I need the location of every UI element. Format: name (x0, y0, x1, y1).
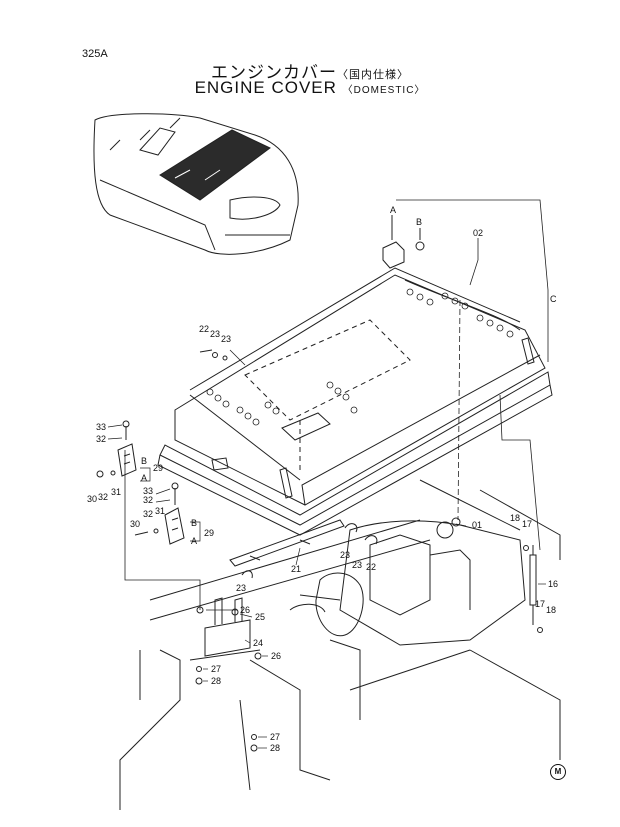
page-code: 325A (82, 48, 108, 60)
callout-29: 29 (153, 463, 163, 473)
striker-bracket (189, 597, 262, 752)
callout-33: 33 (96, 422, 106, 432)
callout-22: 22 (366, 562, 376, 572)
callout-24: 24 (253, 638, 263, 648)
callout-23: 23 (236, 583, 246, 593)
ref-letter-b: B (416, 217, 422, 227)
callout-31: 31 (111, 487, 121, 497)
callout-23: 23 (210, 329, 220, 339)
callout-letter-a: A (141, 473, 147, 483)
title-japanese: エンジンカバー〈国内仕様〉 (0, 58, 620, 83)
title-en-main: ENGINE COVER (194, 78, 337, 97)
callout-23: 23 (352, 560, 362, 570)
title-en-sub: 〈DOMESTIC〉 (342, 85, 426, 96)
ref-letter-a: A (390, 205, 396, 215)
title-jp-sub: 〈国内仕様〉 (337, 69, 409, 81)
title-jp-main: エンジンカバー (211, 63, 337, 82)
weather-strip (229, 519, 345, 567)
callout-21: 21 (291, 564, 301, 574)
callout-32: 32 (96, 434, 106, 444)
callout-32: 32 (143, 509, 153, 519)
callout-27: 27 (270, 732, 280, 742)
callout-23: 23 (221, 334, 231, 344)
engine-and-frame (119, 479, 561, 810)
title-english: ENGINE COVER 〈DOMESTIC〉 (0, 78, 620, 98)
callout-letter-b: B (191, 518, 197, 528)
gas-spring (523, 545, 543, 633)
callout-18: 18 (546, 605, 556, 615)
engine-cover (157, 267, 553, 536)
callout-33: 33 (143, 486, 153, 496)
callout-letter-b: B (141, 456, 147, 466)
callout-26: 26 (240, 605, 250, 615)
hinge-assembly-lower (134, 482, 185, 545)
leader-lines (124, 199, 549, 610)
machine-overview-sketch (93, 113, 299, 255)
callout-22: 22 (199, 324, 209, 334)
callout-32: 32 (143, 495, 153, 505)
callout-23: 23 (340, 550, 350, 560)
callout-30: 30 (87, 494, 97, 504)
callout-27: 27 (211, 664, 221, 674)
callout-18: 18 (510, 513, 520, 523)
callout-02: 02 (473, 228, 483, 238)
callout-17: 17 (522, 519, 532, 529)
ref-letter-c: C (550, 294, 557, 304)
callout-17: 17 (535, 599, 545, 609)
callout-28: 28 (211, 676, 221, 686)
callout-29: 29 (204, 528, 214, 538)
callout-32: 32 (98, 492, 108, 502)
hinge-assembly-upper (96, 420, 137, 478)
small-hardware (199, 349, 461, 579)
callout-01: 01 (472, 520, 482, 530)
callout-leaders (107, 424, 546, 749)
callout-31: 31 (155, 506, 165, 516)
top-bracket-parts (382, 215, 425, 269)
callout-26: 26 (271, 651, 281, 661)
part-callouts: 02 01 22 23 23 33 32 30 32 31 33 32 30 3… (87, 228, 558, 753)
manufacturer-mark: M (550, 764, 566, 780)
callout-25: 25 (255, 612, 265, 622)
callout-16: 16 (548, 579, 558, 589)
callout-28: 28 (270, 743, 280, 753)
callout-30: 30 (130, 519, 140, 529)
